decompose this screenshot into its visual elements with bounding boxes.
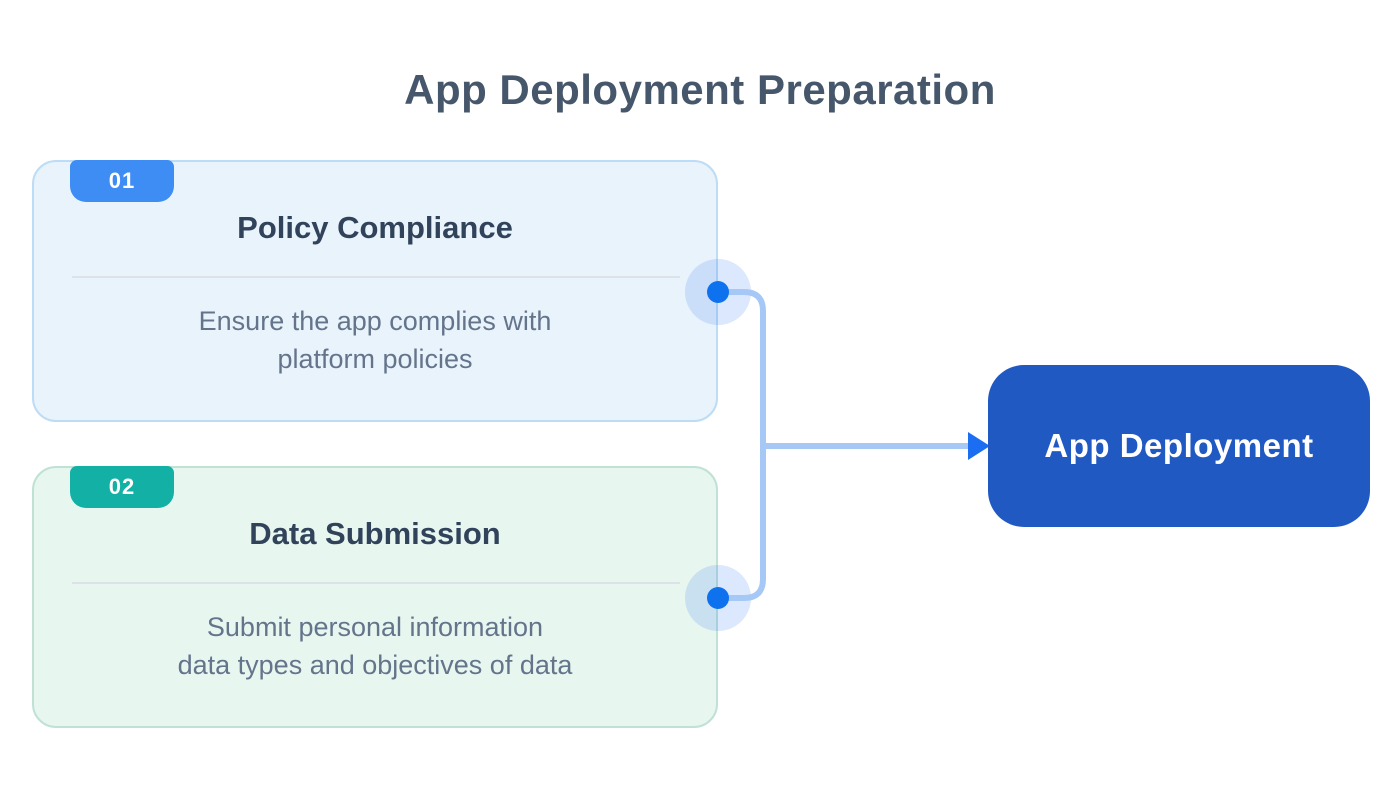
- description-line: platform policies: [277, 344, 473, 374]
- step-card-title: Data Submission: [249, 516, 501, 551]
- connector-bracket-line: [722, 289, 766, 601]
- description-line: Ensure the app complies with: [198, 306, 552, 336]
- step-card-description: Ensure the app complies with platform po…: [34, 302, 716, 378]
- arrowhead-icon: [968, 432, 990, 460]
- step-number-badge: 01: [70, 160, 174, 202]
- result-node-label: App Deployment: [1044, 427, 1314, 464]
- step-number-badge: 02: [70, 466, 174, 508]
- divider: [72, 276, 680, 278]
- result-node-app-deployment: App Deployment: [988, 365, 1370, 527]
- step-card-title: Policy Compliance: [237, 210, 513, 245]
- step-card-description: Submit personal information data types a…: [34, 608, 716, 684]
- description-line: Submit personal information: [206, 612, 544, 642]
- step-card-policy-compliance: 01 Policy Compliance Ensure the app comp…: [32, 160, 718, 422]
- page-title: App Deployment Preparation: [404, 66, 996, 113]
- step-card-data-submission: 02 Data Submission Submit personal infor…: [32, 466, 718, 728]
- description-line: data types and objectives of data: [177, 650, 573, 680]
- divider: [72, 582, 680, 584]
